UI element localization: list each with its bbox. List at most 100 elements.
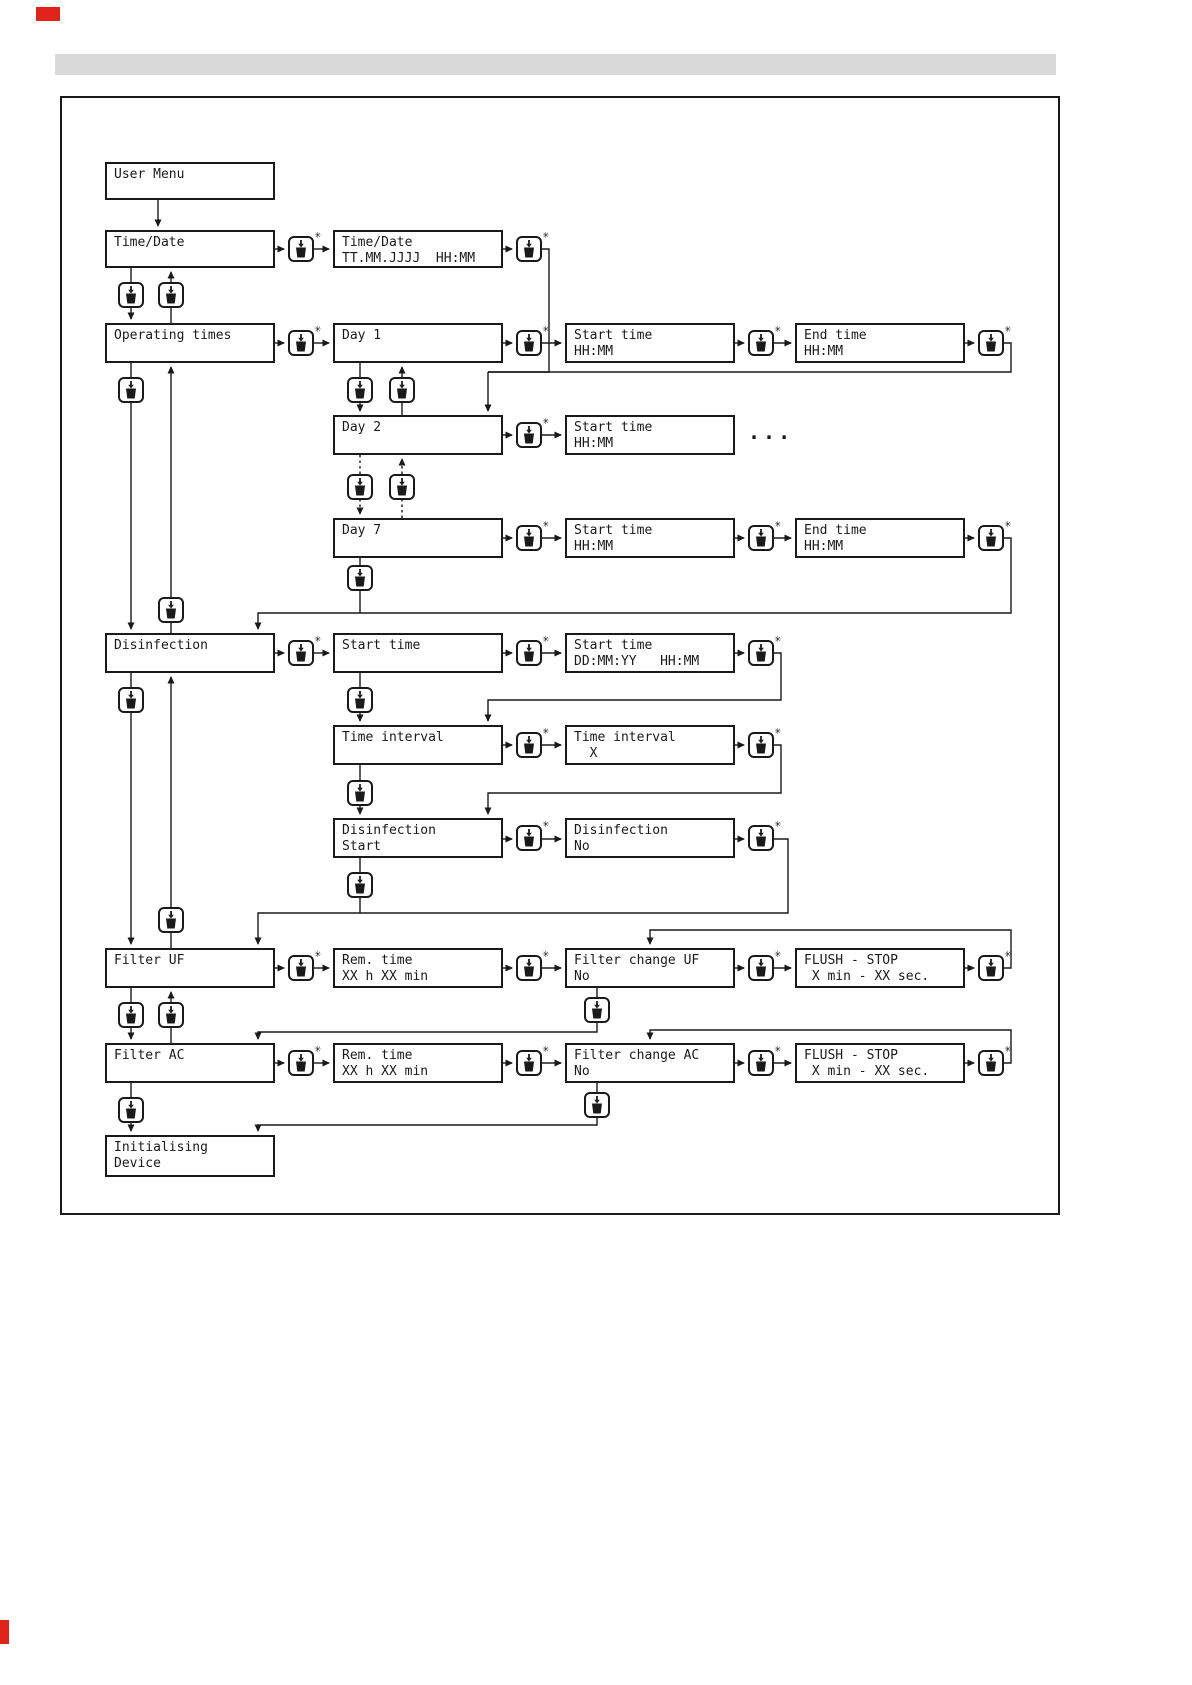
asterisk-marker: ✳	[1004, 947, 1011, 960]
cup-glyph	[296, 1054, 306, 1072]
dispense-button-icon: ✳	[516, 517, 549, 551]
cup-glyph	[592, 1096, 602, 1114]
red-edge-mark-top	[36, 7, 60, 21]
cup-glyph	[355, 876, 365, 894]
cup-glyph	[296, 959, 306, 977]
cup-glyph	[126, 1006, 136, 1024]
dispense-button-icon: ✳	[748, 817, 781, 851]
asterisk-marker: ✳	[542, 228, 549, 241]
asterisk-marker: ✳	[774, 517, 781, 530]
dispense-button-icon: ✳	[288, 1042, 321, 1076]
dispense-button-icon: ✳	[516, 724, 549, 758]
dispense-button-icon	[118, 1097, 144, 1123]
cup-glyph	[166, 286, 176, 304]
box-text: Filter change AC	[574, 1048, 700, 1063]
dispense-button-icon	[347, 872, 373, 898]
menu-box-filter-ac: Filter AC	[105, 1043, 275, 1083]
dispense-button-icon	[118, 377, 144, 403]
box-text: End time	[804, 328, 867, 343]
cup-glyph	[355, 784, 365, 802]
box-text: XX h XX min	[342, 1064, 429, 1079]
menu-box-filter-uf: Filter UF	[105, 948, 275, 988]
cup-glyph	[592, 1001, 602, 1019]
box-text: X	[574, 746, 598, 761]
asterisk-marker: ✳	[542, 322, 549, 335]
box-text: No	[574, 839, 590, 854]
dispense-button-icon	[118, 687, 144, 713]
cup-glyph	[355, 478, 365, 496]
cup-glyph	[355, 691, 365, 709]
dispense-button-icon	[347, 377, 373, 403]
display-box-time-interval-detail: Time interval X	[565, 725, 735, 765]
cup-glyph	[524, 426, 534, 444]
dispense-button-icon: ✳	[516, 817, 549, 851]
box-text: No	[574, 969, 590, 984]
box-text: Time/Date	[114, 235, 185, 250]
dispense-button-icon: ✳	[748, 947, 781, 981]
cup-glyph	[524, 829, 534, 847]
box-text: User Menu	[114, 167, 185, 182]
asterisk-marker: ✳	[774, 724, 781, 737]
asterisk-marker: ✳	[1004, 322, 1011, 335]
dispense-button-icon: ✳	[748, 517, 781, 551]
cup-glyph	[524, 1054, 534, 1072]
dispense-button-icon	[158, 1002, 184, 1028]
cup-glyph	[524, 644, 534, 662]
asterisk-marker: ✳	[542, 947, 549, 960]
cup-glyph	[756, 736, 766, 754]
dispense-button-icon: ✳	[516, 947, 549, 981]
cup-glyph	[986, 334, 996, 352]
menu-box-time-interval: Time interval	[333, 725, 503, 765]
cup-glyph	[397, 381, 407, 399]
box-text: Day 7	[342, 523, 382, 538]
asterisk-marker: ✳	[314, 947, 321, 960]
box-text: Disinfection	[574, 823, 668, 838]
asterisk-marker: ✳	[774, 322, 781, 335]
box-text: Start time	[574, 523, 653, 538]
box-text: Start time	[342, 638, 421, 653]
box-text: Start time	[574, 328, 653, 343]
cup-glyph	[397, 478, 407, 496]
box-text: Initialising	[114, 1140, 208, 1155]
box-text: HH:MM	[574, 436, 614, 451]
box-text: XX h XX min	[342, 969, 429, 984]
cup-glyph	[524, 736, 534, 754]
box-text: Filter AC	[114, 1048, 185, 1063]
cup-glyph	[296, 334, 306, 352]
cup-glyph	[355, 381, 365, 399]
asterisk-marker: ✳	[774, 1042, 781, 1055]
menu-box-day-2: Day 2	[333, 415, 503, 455]
asterisk-marker: ✳	[774, 817, 781, 830]
box-text: Operating times	[114, 328, 232, 343]
cup-glyph	[986, 1054, 996, 1072]
dispense-button-icon: ✳	[516, 1042, 549, 1076]
asterisk-marker: ✳	[542, 724, 549, 737]
box-text: Day 1	[342, 328, 382, 343]
dispense-button-icon: ✳	[748, 632, 781, 666]
box-text: Day 2	[342, 420, 382, 435]
menu-box-day-1: Day 1	[333, 323, 503, 363]
continuation-ellipsis: ...	[748, 420, 794, 444]
dispense-button-icon	[158, 597, 184, 623]
box-text: No	[574, 1064, 590, 1079]
dispense-button-icon: ✳	[748, 724, 781, 758]
asterisk-marker: ✳	[774, 947, 781, 960]
cup-glyph	[166, 1006, 176, 1024]
cup-glyph	[524, 334, 534, 352]
box-text: End time	[804, 523, 867, 538]
cup-glyph	[756, 1054, 766, 1072]
cup-glyph	[296, 240, 306, 258]
dispense-button-icon: ✳	[288, 228, 321, 262]
asterisk-marker: ✳	[542, 1042, 549, 1055]
dispense-button-icon: ✳	[516, 632, 549, 666]
box-text: DD:MM:YY HH:MM	[574, 654, 700, 669]
